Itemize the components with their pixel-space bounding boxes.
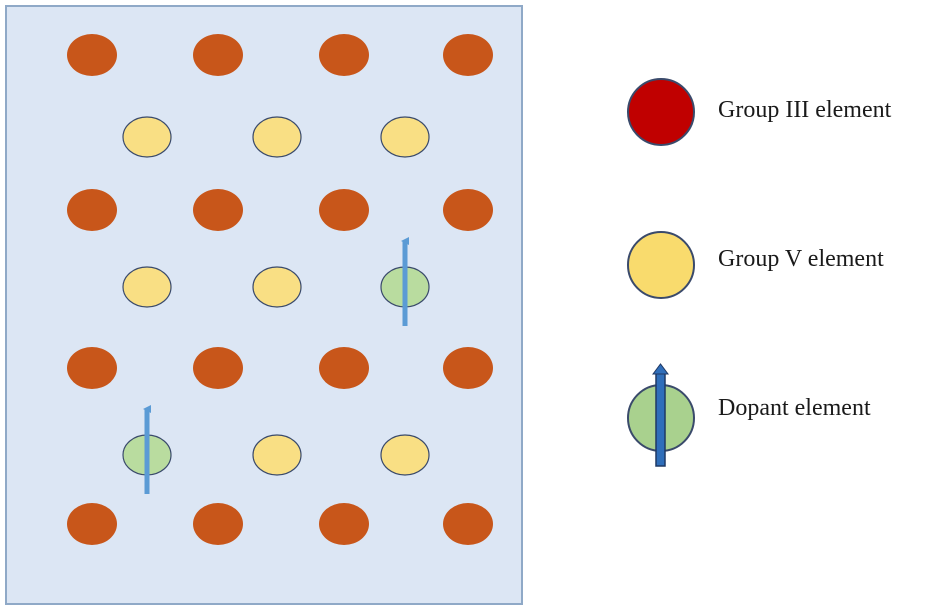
legend-dopant-label: Dopant element [718, 395, 871, 421]
group5-atom [252, 434, 302, 476]
group3-atom [319, 503, 369, 545]
legend-dopant-icon [627, 363, 695, 467]
group3-atom [67, 189, 117, 231]
group3-atom [443, 189, 493, 231]
blue-arrow-shaft-icon [655, 371, 666, 467]
group5-atoms [122, 116, 430, 476]
group3-atom [67, 347, 117, 389]
group3-atom [319, 347, 369, 389]
legend-group5-icon [627, 231, 695, 299]
group3-atom [319, 189, 369, 231]
group3-atom [193, 503, 243, 545]
blue-arrow-head-icon [652, 363, 669, 375]
dopant-atoms [122, 237, 430, 494]
group5-atom [252, 266, 302, 308]
group3-atom [193, 189, 243, 231]
group3-atom [67, 503, 117, 545]
legend-group3-icon [627, 78, 695, 146]
legend-group5-label: Group V element [718, 246, 884, 272]
group5-atom [122, 266, 172, 308]
group5-atom [380, 116, 430, 158]
red-circle-icon [627, 78, 695, 146]
group3-atoms [67, 34, 493, 545]
group3-atom [319, 34, 369, 76]
group3-atom [443, 347, 493, 389]
group5-atom [252, 116, 302, 158]
group5-atom [122, 116, 172, 158]
legend-group3-label: Group III element [718, 97, 892, 123]
group5-atom [380, 434, 430, 476]
group3-atom [443, 34, 493, 76]
group3-atom [193, 347, 243, 389]
group3-atom [67, 34, 117, 76]
yellow-circle-icon [627, 231, 695, 299]
group3-atom [193, 34, 243, 76]
group3-atom [443, 503, 493, 545]
